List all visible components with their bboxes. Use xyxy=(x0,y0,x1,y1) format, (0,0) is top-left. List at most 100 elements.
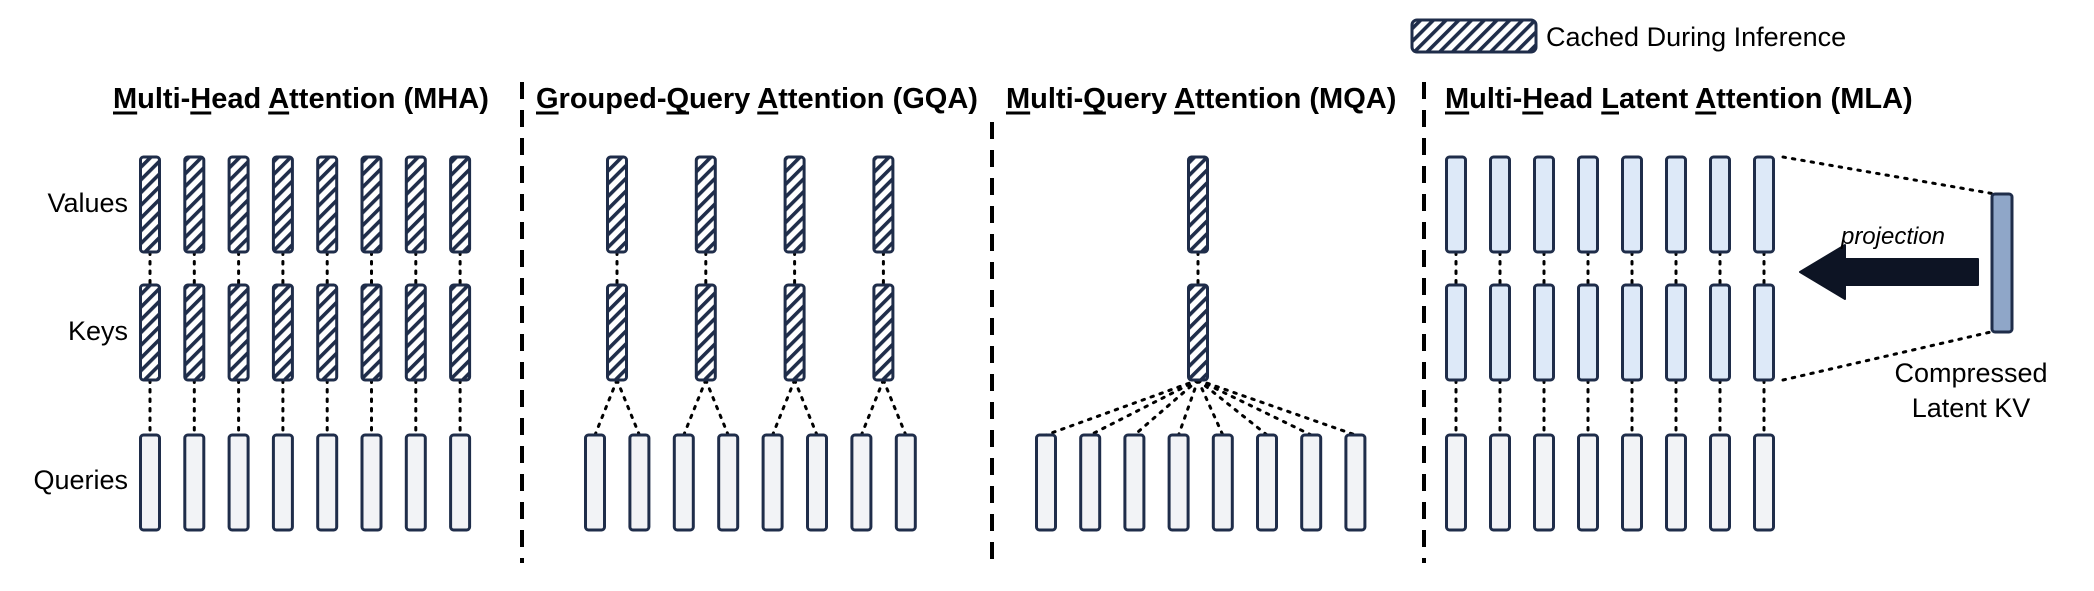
value-head-projected xyxy=(1577,155,1599,254)
key-head-cached xyxy=(360,283,383,382)
row-label-values: Values xyxy=(47,188,128,218)
value-head-cached xyxy=(227,155,250,254)
key-head-projected xyxy=(1489,283,1511,382)
key-head-cached xyxy=(139,283,161,382)
connector-line xyxy=(615,378,641,437)
key-head-cached xyxy=(783,283,806,382)
value-head-cached xyxy=(872,155,895,254)
query-head xyxy=(584,433,606,532)
query-head xyxy=(1256,433,1278,532)
value-head-projected xyxy=(1753,155,1775,254)
value-head-cached xyxy=(783,155,806,254)
query-head xyxy=(717,433,740,532)
key-head-cached xyxy=(316,283,339,382)
connector-line xyxy=(881,378,908,437)
query-head xyxy=(1665,433,1687,532)
connector-line xyxy=(1177,378,1200,437)
row-label-queries: Queries xyxy=(33,465,128,495)
connector-line xyxy=(1196,378,1357,437)
connector-line xyxy=(1196,378,1225,437)
query-head xyxy=(316,433,339,532)
key-head-cached xyxy=(606,283,628,382)
query-head xyxy=(1211,433,1234,532)
query-head xyxy=(1167,433,1190,532)
value-head-cached xyxy=(404,155,427,254)
query-head xyxy=(1489,433,1511,532)
value-head-projected xyxy=(1665,155,1687,254)
connector-line xyxy=(1196,378,1313,437)
value-head-cached xyxy=(1187,155,1209,254)
query-head xyxy=(1300,433,1323,532)
query-head xyxy=(628,433,651,532)
key-head-projected xyxy=(1577,283,1599,382)
query-head xyxy=(1035,433,1057,532)
query-head xyxy=(894,433,917,532)
key-head-cached xyxy=(227,283,250,382)
key-head-projected xyxy=(1753,283,1775,382)
query-head xyxy=(1753,433,1775,532)
value-head-cached xyxy=(271,155,294,254)
query-head xyxy=(227,433,250,532)
key-head-projected xyxy=(1621,283,1643,382)
key-head-cached xyxy=(404,283,427,382)
query-head xyxy=(360,433,383,532)
query-head xyxy=(1533,433,1555,532)
value-head-projected xyxy=(1445,155,1467,254)
key-head-cached xyxy=(1187,283,1209,382)
value-head-projected xyxy=(1489,155,1511,254)
row-label-keys: Keys xyxy=(68,316,128,346)
key-head-projected xyxy=(1445,283,1467,382)
legend-hatched-swatch xyxy=(1410,18,1538,54)
key-head-cached xyxy=(271,283,294,382)
query-head xyxy=(183,433,206,532)
query-head xyxy=(1079,433,1102,532)
value-head-projected xyxy=(1533,155,1555,254)
connector-line xyxy=(1132,378,1200,437)
connector-line xyxy=(704,378,730,437)
key-head-cached xyxy=(872,283,895,382)
query-head xyxy=(1621,433,1643,532)
connector-line xyxy=(1044,378,1200,437)
latent-fan-line-top xyxy=(1781,155,1997,196)
value-head-cached xyxy=(360,155,383,254)
projection-arrow-icon xyxy=(1799,244,1979,300)
query-head xyxy=(449,433,472,532)
panel-title-mla: Multi-Head Latent Attention (MLA) xyxy=(1445,83,1913,115)
query-head xyxy=(1577,433,1599,532)
value-head-cached xyxy=(139,155,161,254)
latent-kv-label-line2: Latent KV xyxy=(1912,393,2031,423)
query-head xyxy=(1709,433,1731,532)
connector-line xyxy=(793,378,819,437)
query-head xyxy=(672,433,695,532)
value-head-cached xyxy=(316,155,339,254)
query-head xyxy=(850,433,873,532)
query-head xyxy=(1445,433,1467,532)
key-head-cached xyxy=(183,283,206,382)
head-connections xyxy=(148,250,1766,437)
panel-title-mha: Multi-Head Attention (MHA) xyxy=(113,83,489,115)
panel-title-gqa: Grouped-Query Attention (GQA) xyxy=(536,83,978,115)
key-head-cached xyxy=(694,283,717,382)
value-head-projected xyxy=(1709,155,1731,254)
projection-label: projection xyxy=(1840,223,1945,250)
query-head xyxy=(404,433,427,532)
value-head-cached xyxy=(606,155,628,254)
value-head-cached xyxy=(449,155,472,254)
query-head xyxy=(761,433,784,532)
connector-line xyxy=(682,378,708,437)
connector-line xyxy=(1196,378,1269,437)
key-head-projected xyxy=(1665,283,1687,382)
value-head-projected xyxy=(1621,155,1643,254)
query-head xyxy=(1123,433,1146,532)
connector-line xyxy=(1088,378,1200,437)
key-head-projected xyxy=(1533,283,1555,382)
query-head xyxy=(806,433,828,532)
value-head-cached xyxy=(694,155,717,254)
key-head-cached xyxy=(449,283,472,382)
value-head-cached xyxy=(183,155,206,254)
query-head xyxy=(139,433,161,532)
query-head xyxy=(271,433,294,532)
latent-kv-label-line1: Compressed xyxy=(1894,358,2047,388)
